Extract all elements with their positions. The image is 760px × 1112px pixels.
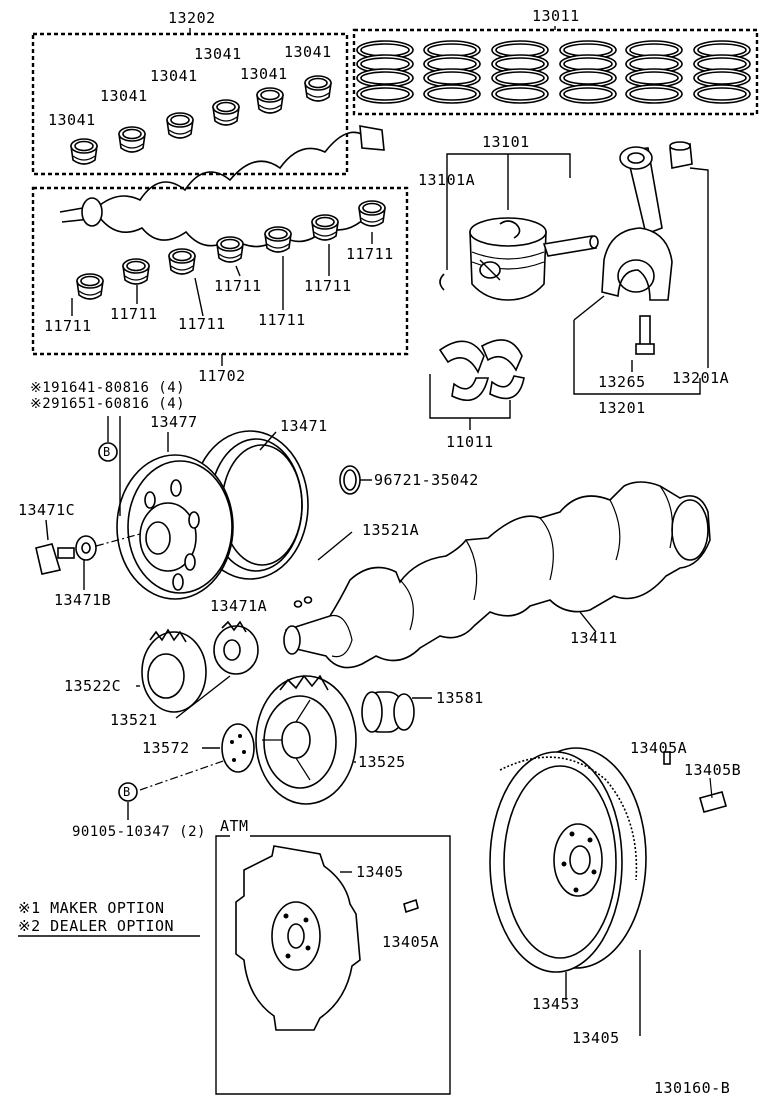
gear-plate <box>139 723 255 791</box>
label-13201a: 13201A <box>672 369 730 387</box>
label-96721-35042: 96721-35042 <box>374 471 479 489</box>
label-11711: 11711 <box>44 317 92 335</box>
label-13477: 13477 <box>150 413 198 431</box>
label-13471a: 13471A <box>210 597 268 615</box>
legend-dealer-option: ※2 DEALER OPTION <box>18 917 175 935</box>
crank-pulley <box>116 416 372 600</box>
label-90105-10347: 90105-10347 (2) <box>72 824 206 840</box>
legend-maker-option: ※1 MAKER OPTION <box>18 899 165 917</box>
piston-ring-sets <box>356 40 751 104</box>
label-13041: 13041 <box>48 111 96 129</box>
label-13041: 13041 <box>240 65 288 83</box>
label-13521a: 13521A <box>362 521 420 539</box>
label-13525: 13525 <box>358 753 406 771</box>
piston <box>439 153 599 301</box>
label-13471: 13471 <box>280 417 328 435</box>
label-13265: 13265 <box>598 373 646 391</box>
label-13405b: 13405B <box>684 761 742 779</box>
label-11011: 11011 <box>446 433 494 451</box>
label-13405-atm: 13405 <box>356 863 404 881</box>
lower-bearing-group-box <box>31 186 409 356</box>
conrod-bearings <box>429 339 525 430</box>
pulley-bolt <box>35 519 141 590</box>
marker-b-top-circle <box>98 442 118 462</box>
marker-b-top: B <box>103 445 111 459</box>
label-13041: 13041 <box>100 87 148 105</box>
label-13041: 13041 <box>284 43 332 61</box>
label-13405-bottom: 13405 <box>572 1029 620 1047</box>
timing-gear <box>255 674 432 805</box>
label-13522c: 13522C <box>64 677 122 695</box>
option-note-2: ※291651-60816 (4) <box>30 396 186 412</box>
label-13011: 13011 <box>532 7 580 25</box>
label-13453: 13453 <box>532 995 580 1013</box>
label-11711: 11711 <box>214 277 262 295</box>
label-13471b: 13471B <box>54 591 112 609</box>
crank-gears <box>136 620 259 719</box>
label-13201: 13201 <box>598 399 646 417</box>
label-13405a-top: 13405A <box>630 739 688 757</box>
label-13101a: 13101A <box>418 171 476 189</box>
atm-drive-plate <box>215 835 451 1095</box>
label-13101: 13101 <box>482 133 530 151</box>
piston-ring-group-box <box>352 28 759 116</box>
marker-b-bottom: B <box>123 785 131 799</box>
figure-id: 130160-B <box>654 1079 731 1097</box>
label-13405a-atm: 13405A <box>382 933 440 951</box>
connecting-rod <box>573 141 709 395</box>
label-11711: 11711 <box>304 277 352 295</box>
label-13471c: 13471C <box>18 501 76 519</box>
label-13411: 13411 <box>570 629 618 647</box>
option-note-1: ※191641-80816 (4) <box>30 380 186 396</box>
crankshaft <box>283 481 711 669</box>
label-11702: 11702 <box>198 367 246 385</box>
label-13521: 13521 <box>110 711 158 729</box>
label-13581: 13581 <box>436 689 484 707</box>
marker-b-bottom-circle <box>118 782 138 802</box>
label-13041: 13041 <box>150 67 198 85</box>
label-11711: 11711 <box>258 311 306 329</box>
label-11711: 11711 <box>178 315 226 333</box>
label-13041: 13041 <box>194 45 242 63</box>
flywheel <box>489 747 727 1036</box>
label-11711: 11711 <box>346 245 394 263</box>
label-11711: 11711 <box>110 305 158 323</box>
label-13572: 13572 <box>142 739 190 757</box>
label-13202: 13202 <box>168 9 216 27</box>
label-atm: ATM <box>220 817 249 835</box>
